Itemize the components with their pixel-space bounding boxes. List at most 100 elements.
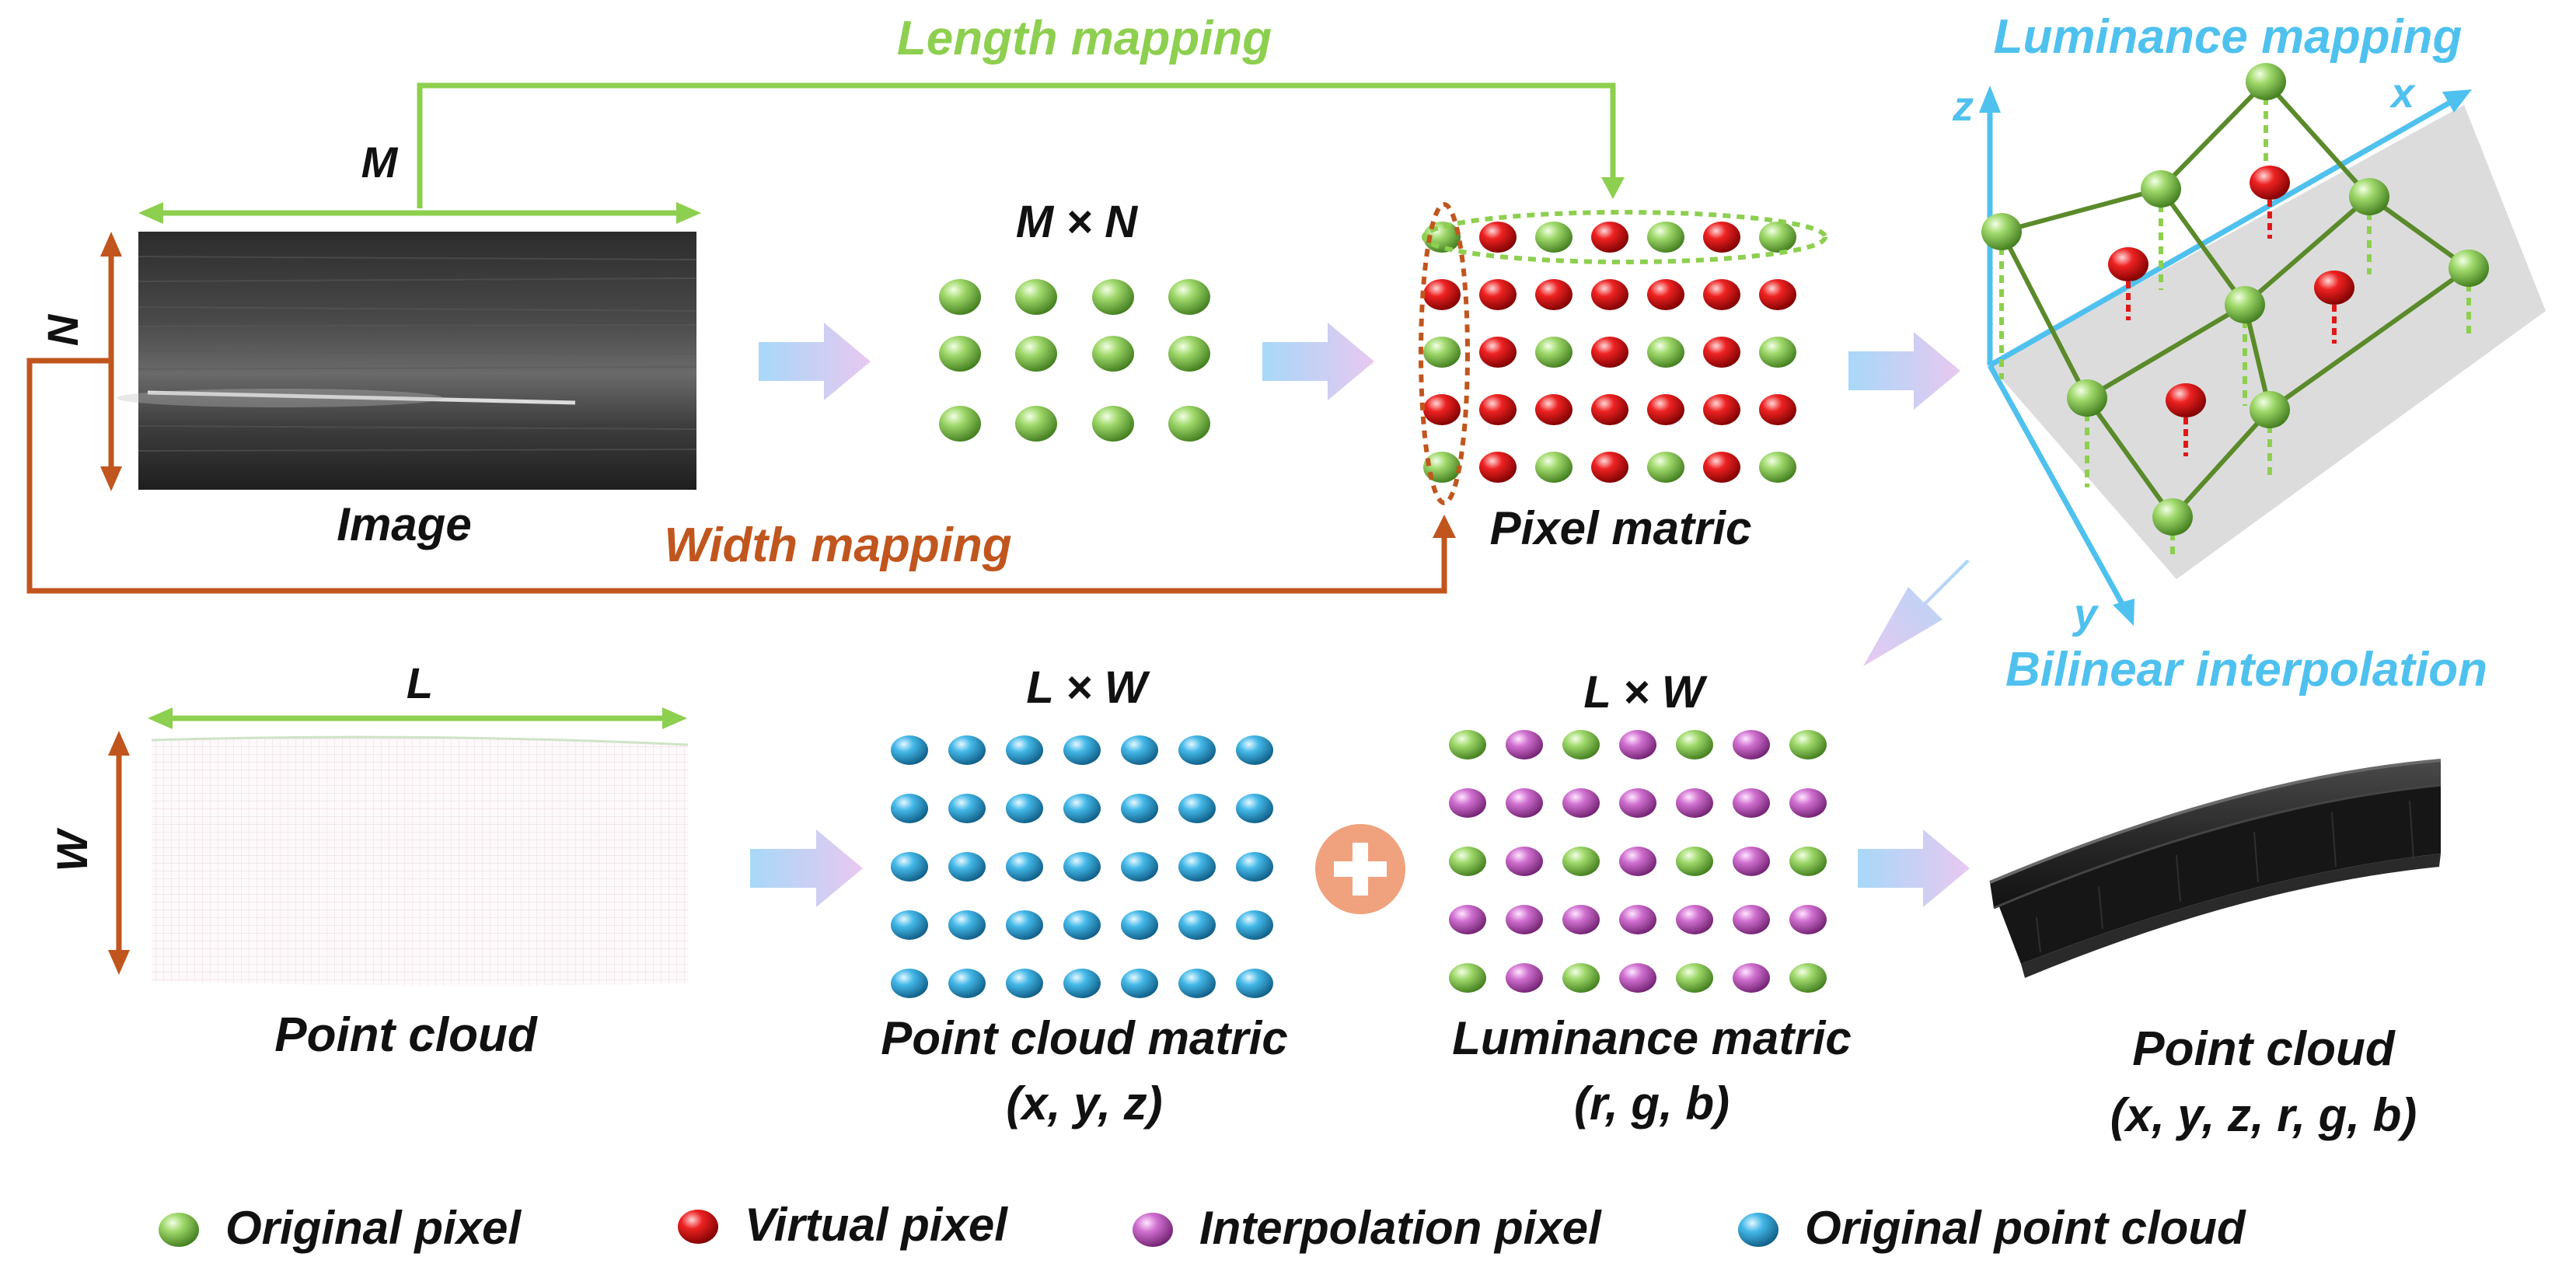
point-cloud-sphere xyxy=(891,794,928,823)
virtual-pixel-sphere xyxy=(1703,452,1740,483)
mesh-edge xyxy=(2085,396,2175,519)
virtual-pixel-sphere xyxy=(1423,279,1461,310)
point-cloud-sphere xyxy=(1063,969,1101,998)
original-pixel-sphere xyxy=(1092,279,1134,315)
original-pixel-sphere xyxy=(939,406,981,442)
m-label: M xyxy=(361,138,399,187)
interpolation-pixel-sphere xyxy=(1733,730,1770,759)
flow-arrow-4 xyxy=(750,829,863,907)
mesh-edge xyxy=(2243,194,2371,307)
legend-label: Virtual pixel xyxy=(745,1199,1008,1251)
interpolation-pixel-sphere xyxy=(1506,730,1543,759)
interpolation-pixel-sphere xyxy=(1619,788,1656,818)
point-cloud-sphere xyxy=(948,794,986,823)
virtual-pixel-sphere xyxy=(1703,394,1740,425)
point-cloud-sphere xyxy=(948,910,986,940)
original-pixel-sphere xyxy=(2067,379,2107,417)
interpolation-pixel-sphere xyxy=(1506,963,1543,993)
interpolation-pixel-sphere xyxy=(1733,788,1770,818)
virtual-pixel-sphere xyxy=(1423,394,1461,425)
interpolation-pixel-sphere xyxy=(1676,905,1713,934)
original-pixel-sphere xyxy=(939,279,981,315)
original-pixel-sphere xyxy=(1015,406,1057,442)
point-cloud-sphere xyxy=(1006,852,1043,882)
virtual-pixel-sphere xyxy=(1479,394,1517,425)
original-pixel-sphere xyxy=(1676,847,1713,876)
point-cloud-sphere xyxy=(891,910,928,940)
point-cloud-sphere xyxy=(1178,794,1216,823)
interpolation-pixel-sphere xyxy=(1619,730,1656,759)
point-cloud-sphere xyxy=(891,735,928,765)
m-dimension-arrow xyxy=(138,202,701,224)
point-cloud-sphere xyxy=(1121,794,1158,823)
point-cloud-right-label: Point cloud xyxy=(2132,1022,2396,1076)
length-mapping-label: Length mapping xyxy=(897,12,1272,65)
virtual-pixel-sphere xyxy=(1591,222,1628,253)
point-cloud-mesh xyxy=(151,735,689,986)
original-pixel-sphere xyxy=(1562,847,1600,876)
interpolation-pixel-sphere xyxy=(1506,905,1543,934)
interpolation-pixel-sphere xyxy=(1676,788,1713,818)
original-pixel-sphere xyxy=(1562,730,1600,759)
flow-arrow-diagonal xyxy=(1863,560,1970,666)
original-pixel-sphere xyxy=(1535,222,1572,253)
xyz-label: (x, y, z) xyxy=(1006,1077,1162,1130)
virtual-pixel-sphere xyxy=(1479,222,1517,253)
virtual-pixel-sphere xyxy=(2314,271,2354,305)
interpolation-pixel-sphere xyxy=(1733,905,1770,934)
plus-icon xyxy=(1315,824,1405,914)
mxn-label: M × N xyxy=(1016,197,1138,247)
point-cloud-sphere xyxy=(1006,794,1043,823)
original-pixel-sphere xyxy=(2449,250,2489,287)
interpolation-pixel-sphere xyxy=(1562,905,1600,934)
luminance-matric-label: Luminance matric xyxy=(1452,1012,1852,1064)
mesh-edge xyxy=(2159,187,2247,306)
mesh-edge xyxy=(2159,79,2268,191)
virtual-pixel-sphere xyxy=(2250,166,2290,200)
interpolation-pixel-sphere xyxy=(1619,963,1656,993)
virtual-pixel-sphere xyxy=(2166,383,2206,417)
original-pixel-sphere xyxy=(1789,847,1827,876)
n-label: N xyxy=(38,313,87,346)
column-highlight-ellipse xyxy=(1419,202,1470,505)
interpolation-pixel-sphere xyxy=(1506,847,1543,876)
point-cloud-sphere xyxy=(1178,910,1216,940)
original-pixel-sphere xyxy=(1168,336,1210,372)
xyzrgb-label: (x, y, z, r, g, b) xyxy=(2110,1089,2417,1141)
virtual-pixel-sphere xyxy=(1703,222,1740,253)
original-pixel-sphere xyxy=(1759,337,1796,368)
original-pixel-sphere xyxy=(1015,336,1057,372)
original-pixel-sphere xyxy=(1759,452,1796,483)
width-mapping-label: Width mapping xyxy=(664,519,1011,572)
original-pixel-sphere xyxy=(939,336,981,372)
point-cloud-sphere xyxy=(891,969,928,998)
point-cloud-sphere xyxy=(1063,910,1101,940)
pixel-matrix-grid xyxy=(1423,222,1796,483)
interpolation-pixel-sphere xyxy=(1619,905,1656,934)
mesh-edge xyxy=(2170,407,2272,519)
point-cloud-sphere xyxy=(1236,735,1273,765)
interpolation-pixel-sphere xyxy=(1506,788,1543,818)
virtual-pixel-sphere xyxy=(1759,394,1796,425)
image-label: Image xyxy=(337,498,471,550)
virtual-pixel-sphere xyxy=(2108,247,2148,281)
legend-label: Interpolation pixel xyxy=(1199,1202,1602,1254)
point-cloud-sphere xyxy=(1063,794,1101,823)
original-pixel-sphere xyxy=(1789,963,1827,993)
original-pixel-sphere xyxy=(1647,222,1684,253)
original-pixel-sphere xyxy=(1647,337,1684,368)
mesh-edge xyxy=(1999,230,2089,400)
interpolation-pixel-sphere xyxy=(1733,963,1770,993)
original-pixel-sphere xyxy=(1981,213,2022,250)
interpolation-pixel-sphere xyxy=(1789,905,1827,934)
point-cloud-sphere xyxy=(1063,735,1101,765)
point-cloud-sphere xyxy=(1121,735,1158,765)
original-pixel-sphere xyxy=(2250,391,2290,428)
bilinear-interpolation-label: Bilinear interpolation xyxy=(2005,643,2487,697)
flow-arrow-2 xyxy=(1262,323,1374,400)
axis-x-label: x xyxy=(2389,70,2416,117)
original-pixel-sphere xyxy=(2141,170,2181,208)
virtual-pixel-sphere xyxy=(1647,394,1684,425)
legend-item-original-pixel: Original pixel xyxy=(159,1202,522,1254)
